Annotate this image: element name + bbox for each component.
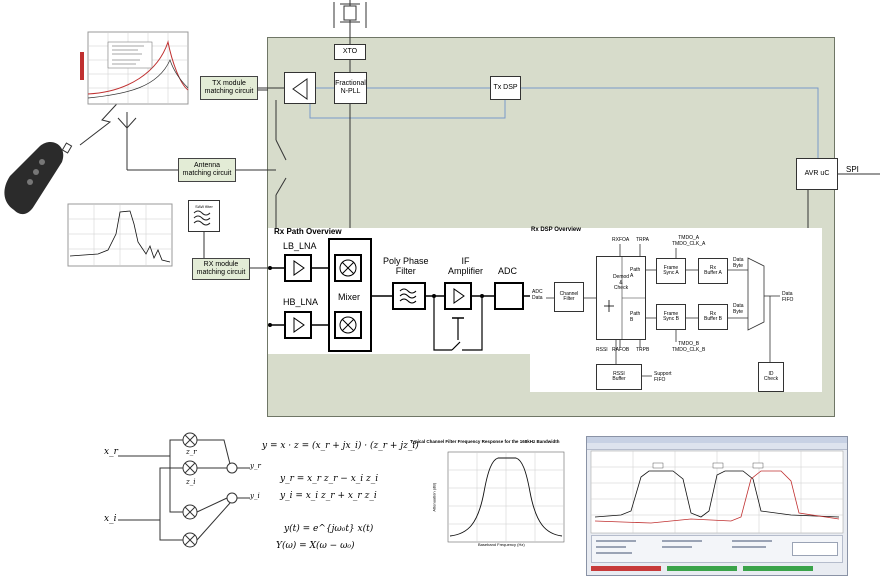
filter-chart-xlabel: Baseband Frequency (Hz)	[478, 542, 525, 547]
spectrum-plot	[590, 450, 844, 534]
rssi-label: RSSI	[596, 347, 608, 353]
zr-label: z_r	[186, 448, 197, 456]
equation-time: y(t) = e^{jω₀t} x(t)	[284, 524, 374, 534]
tx-dsp-block: Tx DSP	[490, 76, 521, 100]
tx-amplifier-block	[284, 72, 316, 104]
polyphase-label: Poly Phase Filter	[383, 256, 429, 276]
avr-block: AVR uC	[796, 158, 838, 190]
if-amp-label: IF Amplifier	[448, 256, 484, 276]
xto-block: XTO	[334, 44, 366, 60]
multiplier-icon	[339, 259, 357, 277]
rx-buffer-a-block: Rx Buffer A	[698, 258, 728, 284]
saw-response-chart	[67, 203, 173, 267]
id-check-block: ID Check	[758, 362, 784, 392]
pll-block: Fractional N-PLL	[334, 72, 367, 104]
analyzer-toolbar	[587, 443, 847, 450]
rx-dsp-title: Rx DSP Overview	[531, 227, 581, 233]
hb-lna-label: HB_LNA	[283, 297, 319, 307]
tx-matching-circuit: TX module matching circuit	[200, 76, 258, 100]
data-byte-b-label: Data Byte	[733, 303, 744, 315]
equation-product: y = x · z = (x_r + jx_i) · (z_r + jz_i)	[262, 441, 419, 451]
channel-filter-block: Channel Filter	[554, 282, 584, 312]
amplifier-icon	[293, 260, 305, 276]
if-amplifier-block	[444, 282, 472, 310]
key-fob-icon	[4, 141, 73, 215]
hb-mixer-block	[334, 311, 362, 339]
iq-mixer-diagram	[118, 432, 250, 548]
mixer-label: Mixer	[338, 292, 360, 302]
analyzer-titlebar	[587, 437, 847, 443]
rssi-buffer-block: RSSI Buffer	[596, 364, 642, 390]
lb-lna-block	[284, 254, 312, 282]
data-fifo-label: Data FIFO	[782, 291, 794, 303]
frame-sync-a-block: Frame Sync A	[656, 258, 686, 284]
lb-lna-label: LB_LNA	[283, 241, 317, 251]
analyzer-settings-panel	[591, 535, 843, 563]
tmdo-b-label: TMDO_B TMDO_CLK_B	[672, 341, 706, 353]
spi-label: SPI	[846, 165, 859, 174]
analyzer-window	[586, 436, 848, 576]
trpb-label: TRPB	[636, 347, 650, 353]
rx-buffer-b-block: Rx Buffer B	[698, 304, 728, 330]
yi-label: y_i	[250, 492, 260, 500]
zi-label: z_i	[186, 478, 196, 486]
filter-wave-icon	[399, 288, 417, 304]
filter-chart-title: Typical Channel Filter Frequency Respons…	[410, 439, 560, 444]
support-fifo-label: Support FIFO	[654, 371, 672, 383]
input-xi-label: x_i	[104, 514, 117, 524]
tx-matching-chart	[80, 31, 189, 105]
rx-path-title: Rx Path Overview	[274, 227, 342, 236]
rx-matching-circuit: RX module matching circuit	[192, 258, 250, 280]
equation-yi: y_i = x_i z_r + x_r z_i	[280, 491, 377, 501]
lb-mixer-block	[334, 254, 362, 282]
filter-response-chart	[447, 451, 565, 543]
multiplier-icon	[339, 316, 357, 334]
equation-yr: y_r = x_r z_r − x_i z_i	[280, 474, 379, 484]
crystal-icon	[333, 0, 367, 44]
frame-sync-b-block: Frame Sync B	[656, 304, 686, 330]
path-a-label: Path A	[630, 267, 641, 279]
rxfoa-label: RXFOA	[612, 237, 630, 243]
analyzer-status-bar	[591, 565, 843, 573]
adc-block	[494, 282, 524, 310]
demod-divider	[604, 256, 646, 340]
hb-lna-block	[284, 311, 312, 339]
amplifier-icon	[293, 317, 305, 333]
amplifier-icon	[453, 288, 465, 304]
adc-label: ADC	[498, 266, 518, 276]
filter-wave-icon	[193, 210, 211, 226]
input-xr-label: x_r	[104, 447, 118, 457]
equation-freq: Y(ω) = X(ω − ω₀)	[276, 541, 355, 551]
antenna-matching-circuit: Antenna matching circuit	[178, 158, 236, 182]
saw-filter-block: SAW filter	[188, 200, 220, 232]
data-byte-a-label: Data Byte	[733, 257, 744, 269]
path-b-label: Path B	[630, 311, 641, 323]
adc-data-label: ADC Data	[532, 289, 543, 301]
yr-label: y_r	[250, 462, 261, 470]
tmdo-a-label: TMDO_A TMDO_CLK_A	[672, 235, 706, 247]
filter-chart-ylabel: Attenuation (dB)	[431, 482, 437, 512]
rafob-label: RAFOB	[612, 347, 630, 353]
trpa-label: TRPA	[636, 237, 649, 243]
triangle-icon	[292, 78, 308, 100]
polyphase-filter-block	[392, 282, 426, 310]
